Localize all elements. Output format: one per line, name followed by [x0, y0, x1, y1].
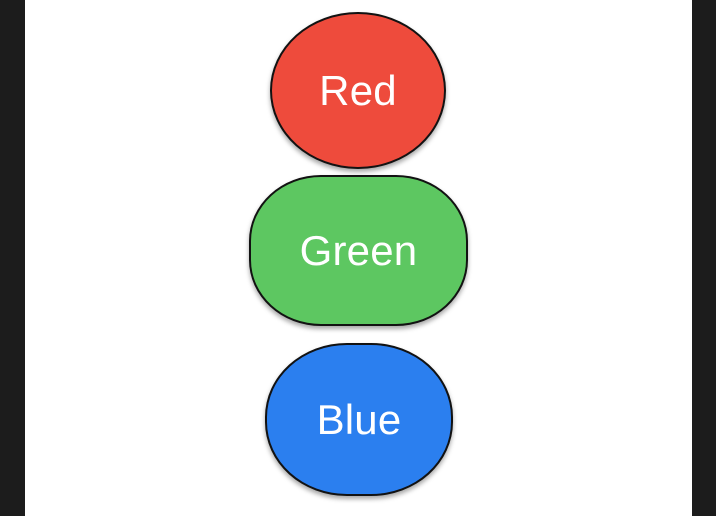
shape-red[interactable]: Red: [270, 12, 446, 169]
shape-red-label: Red: [319, 66, 397, 114]
shape-green[interactable]: Green: [249, 175, 468, 326]
left-edge-bar: [0, 0, 25, 516]
shape-blue[interactable]: Blue: [265, 343, 453, 496]
shape-blue-label: Blue: [316, 395, 402, 443]
right-edge-bar: [692, 0, 716, 516]
shape-green-label: Green: [299, 226, 418, 274]
